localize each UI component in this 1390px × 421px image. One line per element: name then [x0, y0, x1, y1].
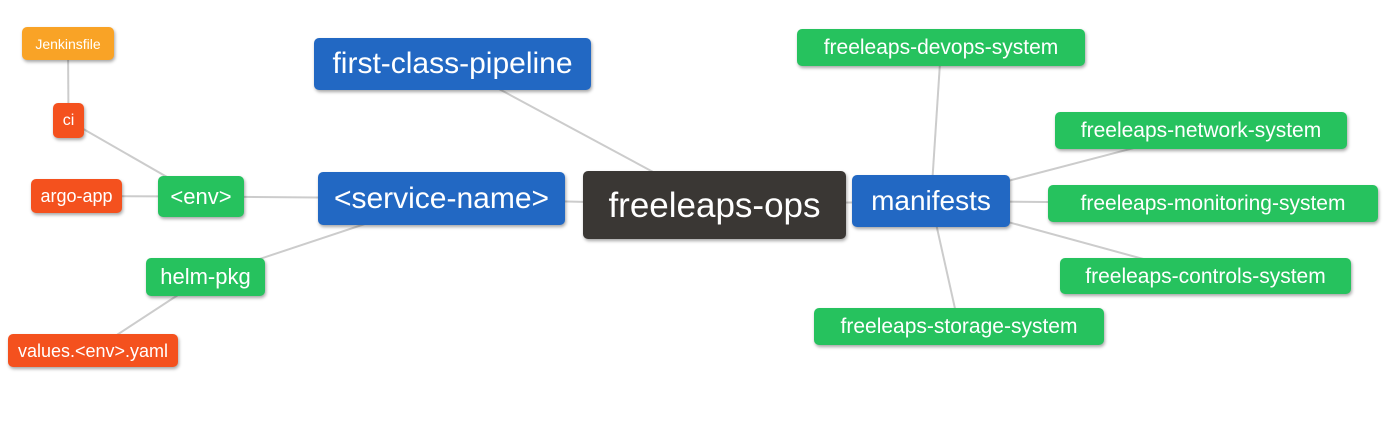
- node-devops-system[interactable]: freeleaps-devops-system: [797, 29, 1085, 66]
- node-helm-pkg[interactable]: helm-pkg: [146, 258, 265, 296]
- node-values-env-yaml[interactable]: values.<env>.yaml: [8, 334, 178, 367]
- node-network-system[interactable]: freeleaps-network-system: [1055, 112, 1347, 149]
- node-freeleaps-ops[interactable]: freeleaps-ops: [583, 171, 846, 239]
- node-controls-system[interactable]: freeleaps-controls-system: [1060, 258, 1351, 294]
- node-first-class-pipeline[interactable]: first-class-pipeline: [314, 38, 591, 90]
- node-jenkinsfile[interactable]: Jenkinsfile: [22, 27, 114, 60]
- node-storage-system[interactable]: freeleaps-storage-system: [814, 308, 1104, 345]
- node-manifests[interactable]: manifests: [852, 175, 1010, 227]
- node-service-name[interactable]: <service-name>: [318, 172, 565, 225]
- node-env[interactable]: <env>: [158, 176, 244, 217]
- node-monitoring-system[interactable]: freeleaps-monitoring-system: [1048, 185, 1378, 222]
- node-argo-app[interactable]: argo-app: [31, 179, 122, 213]
- node-ci[interactable]: ci: [53, 103, 84, 138]
